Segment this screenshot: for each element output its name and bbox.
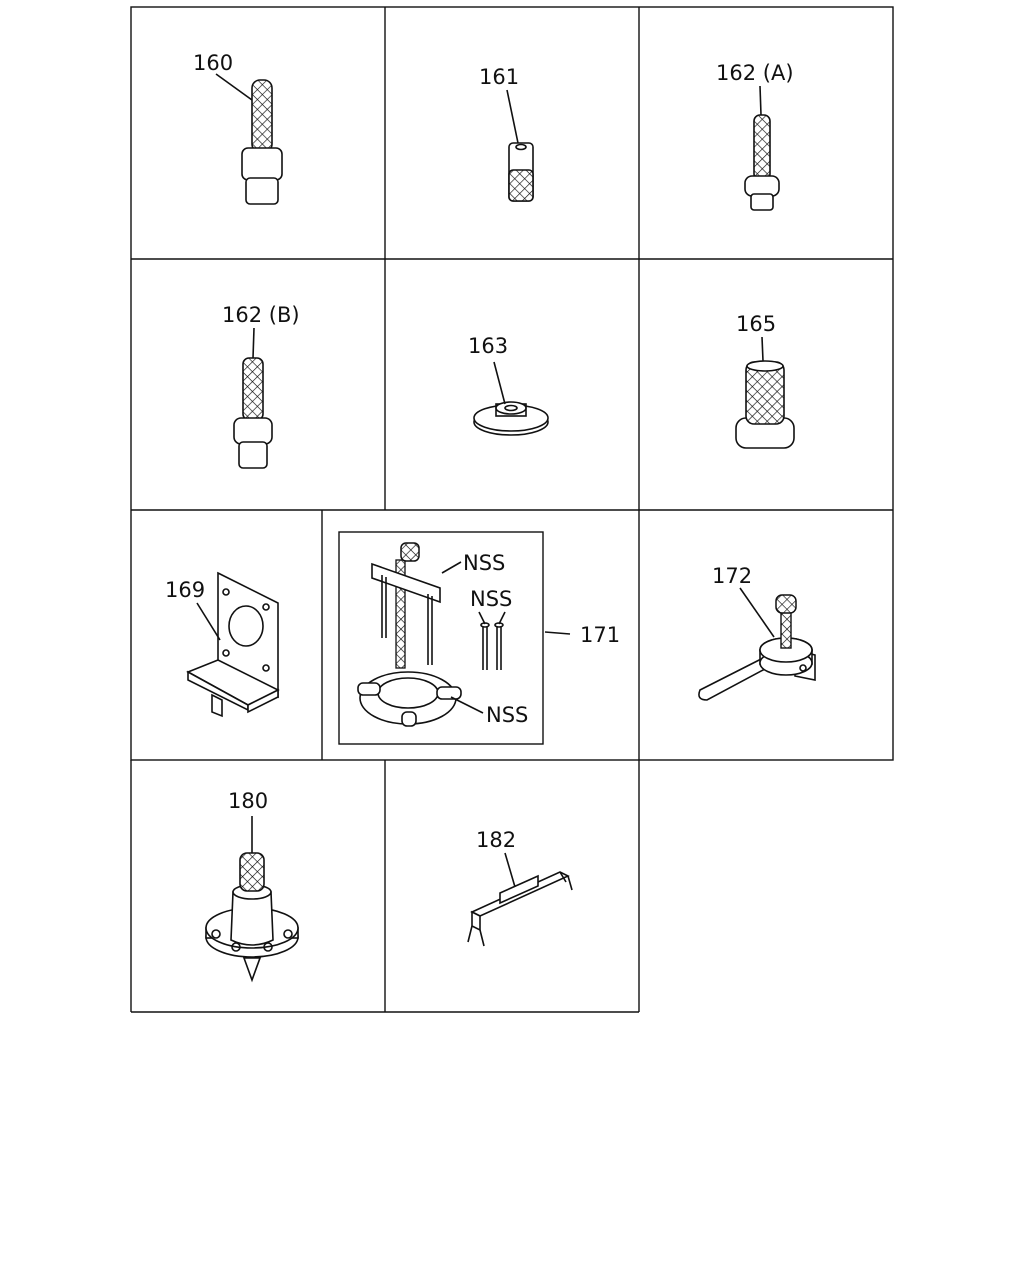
parts-grid — [130, 6, 894, 1013]
part-162a: 162 (A) — [716, 61, 794, 211]
part-162b: 162 (B) — [222, 303, 300, 469]
label-nss-2: NSS — [470, 587, 512, 611]
part-161: 161 — [479, 65, 534, 202]
label-169: 169 — [165, 578, 205, 602]
part-172: 172 — [698, 564, 816, 701]
label-165: 165 — [736, 312, 776, 336]
label-163: 163 — [468, 334, 508, 358]
part-180: 180 — [205, 789, 299, 983]
part-165: 165 — [735, 312, 795, 449]
label-162-b: 162 (B) — [222, 303, 300, 327]
part-182: 182 — [467, 828, 573, 947]
part-160: 160 — [193, 51, 283, 205]
label-182: 182 — [476, 828, 516, 852]
label-171: 171 — [580, 623, 620, 647]
part-171: NSS NSS NSS 171 — [338, 531, 620, 745]
part-163: 163 — [468, 334, 549, 436]
label-nss-3: NSS — [486, 703, 528, 727]
part-169: 169 — [165, 571, 280, 718]
label-172: 172 — [712, 564, 752, 588]
label-162-a: 162 (A) — [716, 61, 794, 85]
label-nss-1: NSS — [463, 551, 505, 575]
label-160: 160 — [193, 51, 233, 75]
label-180: 180 — [228, 789, 268, 813]
label-161: 161 — [479, 65, 519, 89]
